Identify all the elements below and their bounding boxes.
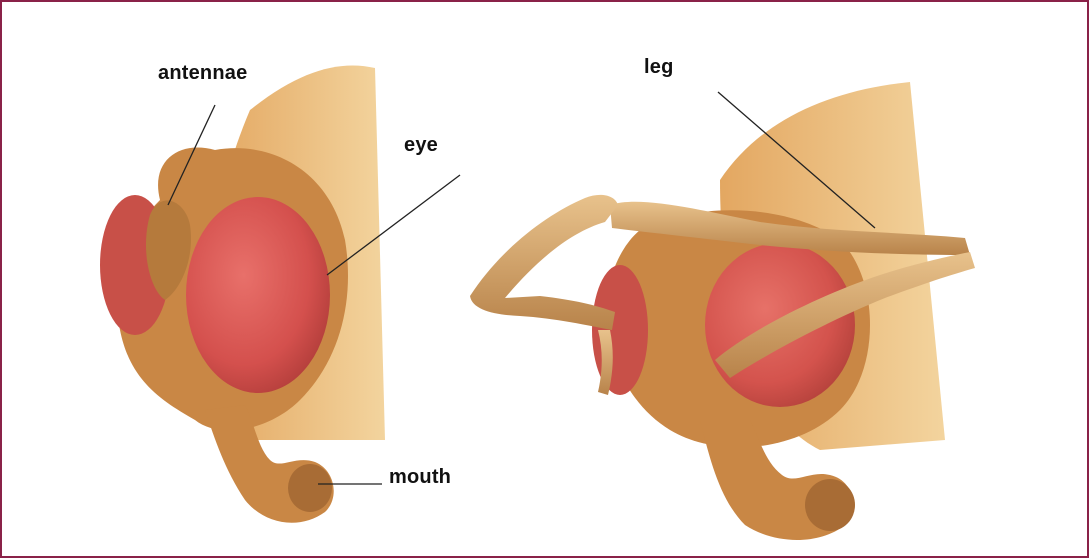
- right-leg-left: [470, 195, 618, 330]
- left-mouth-tip: [288, 464, 332, 512]
- mouth-label: mouth: [389, 466, 451, 489]
- left-compound-eye: [186, 197, 330, 393]
- left-fly-head: [100, 65, 385, 522]
- antennae-label: antennae: [158, 62, 247, 85]
- right-mouth-tip: [805, 479, 855, 531]
- eye-label: eye: [404, 134, 438, 157]
- right-fly-head: [470, 82, 975, 540]
- leg-label: leg: [644, 56, 674, 79]
